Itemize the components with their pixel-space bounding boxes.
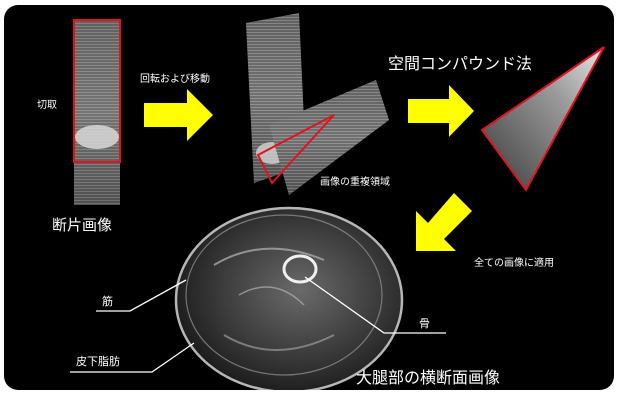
label-cut: 切取 (37, 101, 57, 111)
label-bone: 骨 (419, 318, 430, 329)
arrow-rotate-move (144, 89, 213, 141)
bone-echo (75, 125, 119, 149)
label-muscle: 筋 (102, 296, 113, 307)
label-overlap-region: 画像の重複領域 (320, 178, 390, 188)
fragment-image (74, 20, 120, 205)
arrow-apply-all (416, 193, 472, 251)
cross-section-image (176, 208, 402, 390)
label-cross-section: 大腿部の横断面画像 (356, 370, 500, 386)
label-rotate-move: 回転および移動 (140, 75, 210, 85)
label-fragment-image: 断片画像 (52, 218, 112, 233)
label-apply-all: 全ての画像に適用 (474, 259, 554, 269)
label-spatial-compound: 空間コンパウンド法 (388, 56, 532, 72)
rotated-fragments (246, 13, 389, 195)
arrow-spatial-compound (408, 85, 474, 137)
label-subcutaneous-fat: 皮下脂肪 (76, 356, 120, 367)
diagram-panel: 切取 回転および移動 空間コンパウンド法 断片画像 画像の重複領域 全ての画像に… (4, 5, 614, 390)
